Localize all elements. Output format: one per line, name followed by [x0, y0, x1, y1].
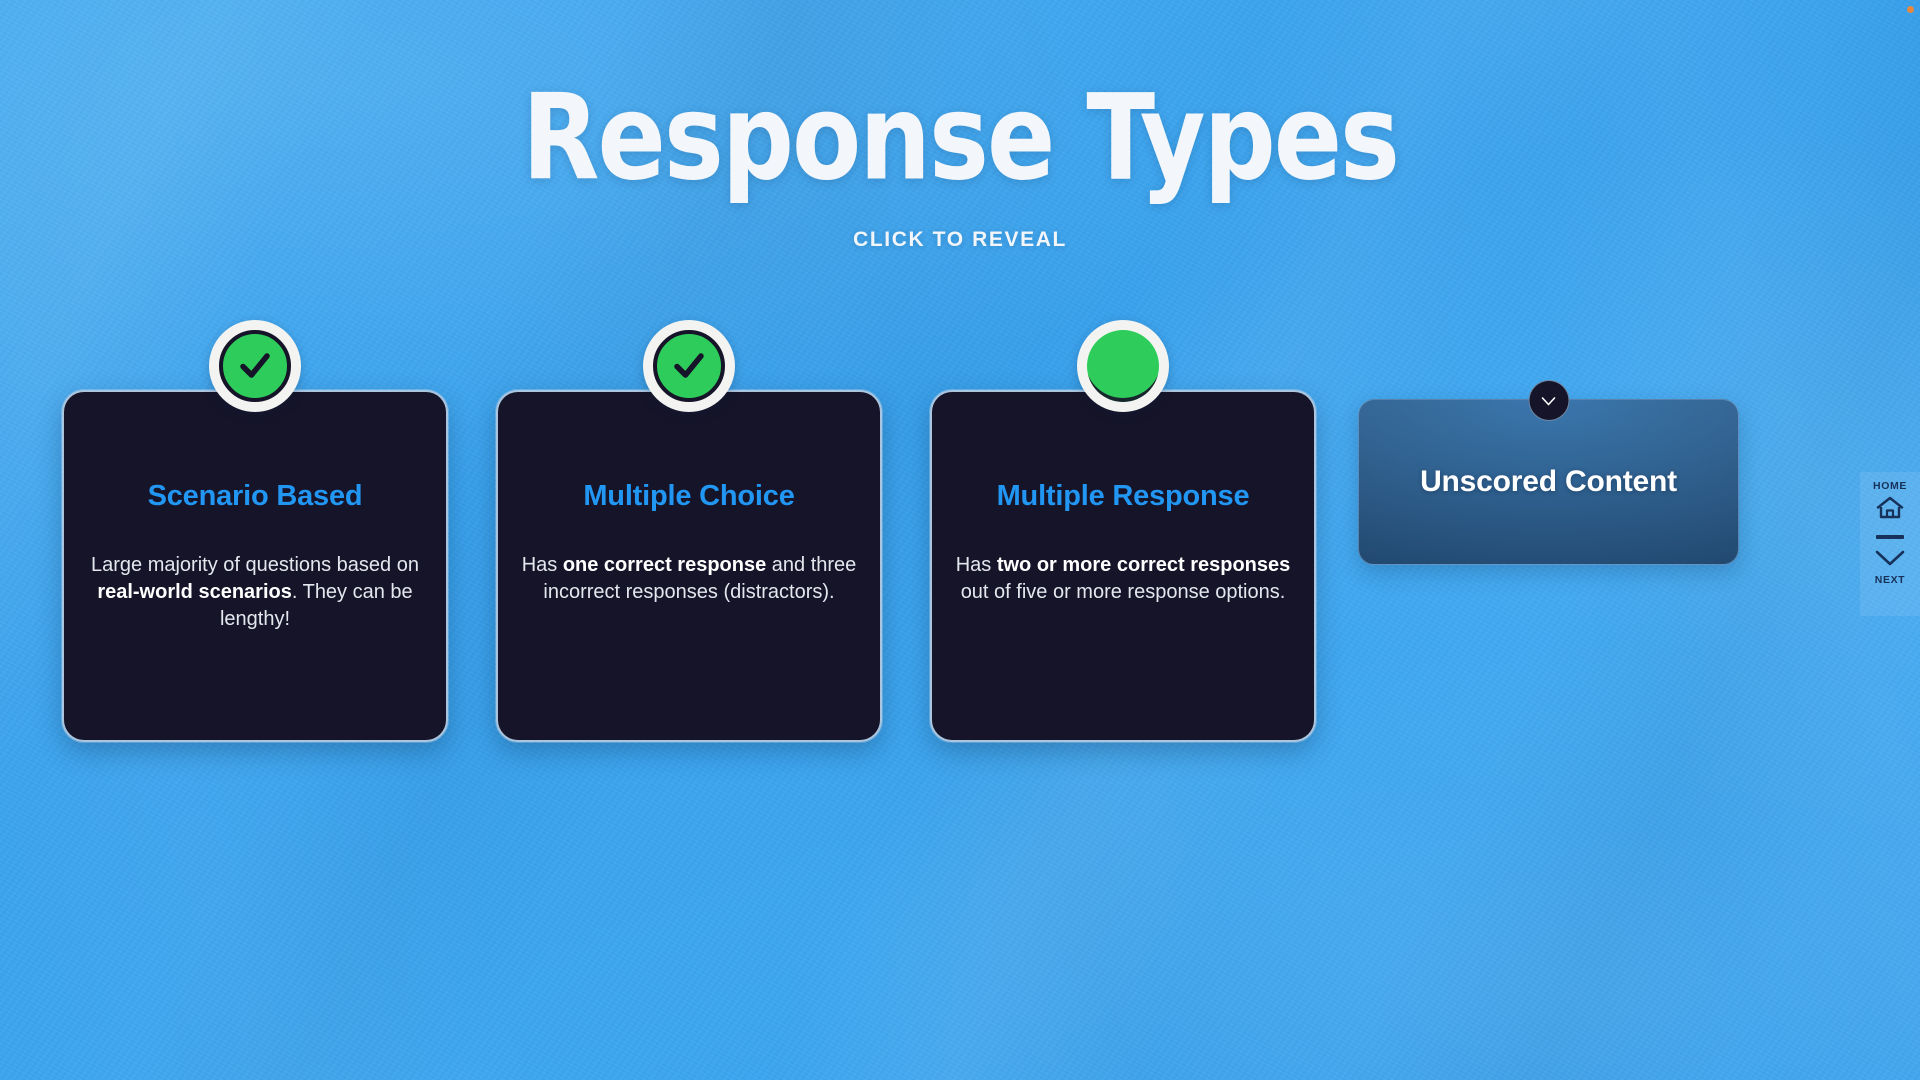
check-icon	[674, 353, 704, 378]
divider-line	[1876, 535, 1904, 539]
card-title-unscored-content: Unscored Content	[1420, 465, 1677, 498]
card-multiple-choice[interactable]: Multiple Choice Has one correct response…	[496, 320, 882, 742]
home-glyph	[1876, 496, 1904, 519]
card-multiple-response[interactable]: Multiple Response Has two or more correc…	[930, 320, 1316, 742]
chevron-down-glyph	[1541, 396, 1556, 405]
home-label: HOME	[1873, 480, 1907, 492]
card-scenario-based[interactable]: Scenario Based Large majority of questio…	[62, 320, 448, 742]
badge-inner-fill-pending	[1087, 330, 1159, 402]
card-body-scenario-based: Large majority of questions based on rea…	[91, 554, 419, 630]
check-circle-icon	[209, 320, 301, 412]
navigation-rail: HOME NEXT	[1860, 472, 1920, 616]
badge-inner-fill	[219, 330, 291, 402]
check-icon	[240, 353, 270, 378]
chevron-down-icon[interactable]	[1528, 380, 1569, 421]
chevron-down-glyph	[1875, 550, 1905, 566]
card-body-multiple-response: Has two or more correct responses out of…	[955, 554, 1291, 603]
check-circle-pending-icon	[1077, 320, 1169, 412]
response-type-card-row: Scenario Based Large majority of questio…	[62, 320, 1752, 750]
card-title-scenario-based: Scenario Based	[147, 480, 363, 512]
home-icon[interactable]	[1875, 495, 1905, 526]
corner-marker-dot	[1907, 6, 1914, 13]
badge-inner-fill	[653, 330, 725, 402]
card-body-multiple-choice: Has one correct response and three incor…	[521, 554, 857, 603]
next-label: NEXT	[1874, 574, 1906, 586]
page-title: Response Types	[521, 69, 1400, 207]
card-unscored-content[interactable]: Unscored Content	[1358, 380, 1739, 565]
card-title-multiple-choice: Multiple Choice	[583, 480, 795, 512]
page-subtitle: CLICK TO REVEAL	[853, 228, 1067, 251]
check-circle-icon	[643, 320, 735, 412]
card-title-multiple-response: Multiple Response	[996, 480, 1250, 512]
chevron-down-icon[interactable]	[1874, 549, 1906, 572]
